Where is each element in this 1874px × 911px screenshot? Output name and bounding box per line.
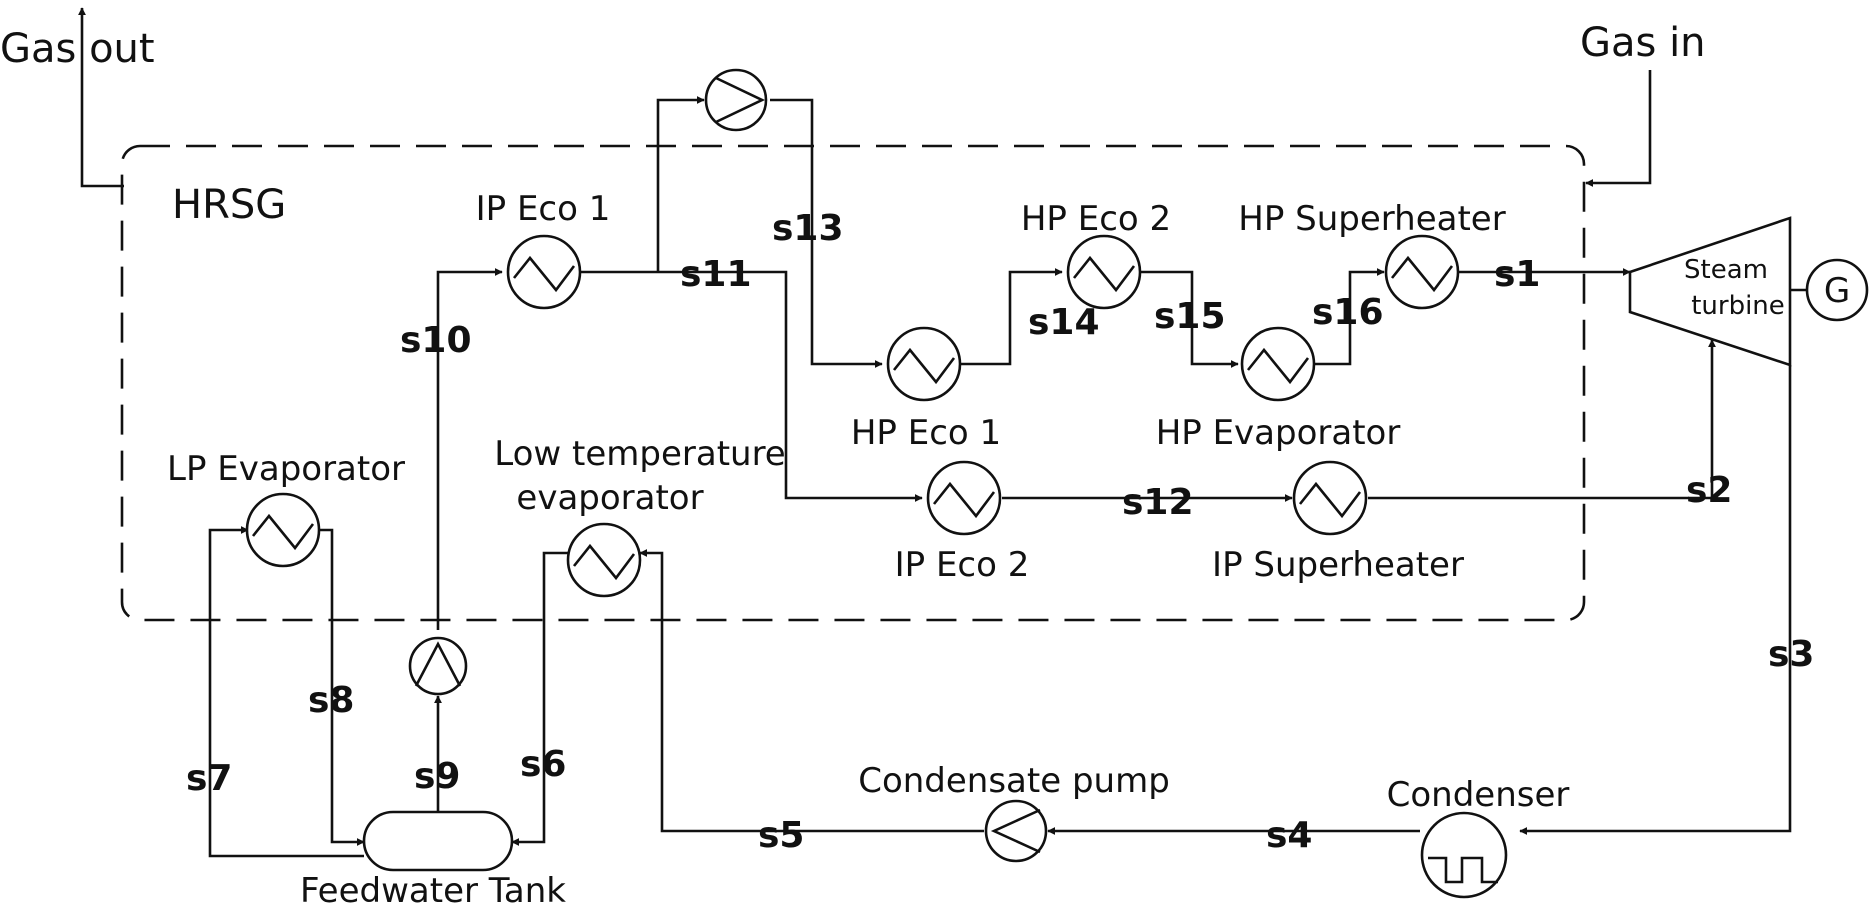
steam-turbine-label-1: Steam	[1684, 255, 1768, 285]
hp-eco-2-label: HP Eco 2	[1021, 199, 1171, 239]
stream-s8-label: s8	[308, 680, 354, 721]
stream-s16-label: s16	[1312, 292, 1384, 333]
stream-s9-label: s9	[414, 756, 460, 797]
condenser-icon	[1420, 811, 1508, 899]
stream-s11-label: s11	[680, 254, 752, 295]
steam-turbine-icon	[1628, 216, 1792, 367]
low-temperature-evaporator-exchanger	[566, 522, 642, 598]
hrsg-label: HRSG	[172, 182, 286, 228]
hp-eco-2-exchanger	[1066, 234, 1142, 310]
hp-eco-1-exchanger	[886, 326, 962, 402]
feed-pump-icon	[408, 636, 468, 696]
stream-s10-label: s10	[400, 320, 472, 361]
booster-pump-icon	[704, 68, 768, 132]
stream-s3-label: s3	[1768, 634, 1814, 675]
generator-label: G	[1824, 271, 1850, 311]
hp-evaporator-label: HP Evaporator	[1156, 413, 1401, 453]
hrsg-boundary	[120, 144, 1586, 622]
gas-out-label: Gas out	[0, 26, 155, 72]
feedwater-tank-label: Feedwater Tank	[300, 871, 566, 911]
hp-eco-1-label: HP Eco 1	[851, 413, 1001, 453]
stream-s7-label: s7	[186, 758, 232, 799]
stream-s6-label: s6	[520, 744, 566, 785]
lp-evaporator-exchanger	[245, 492, 321, 568]
hp-superheater-label: HP Superheater	[1238, 199, 1505, 239]
stream-s14-label: s14	[1028, 302, 1100, 343]
feedwater-tank-icon	[362, 810, 514, 872]
steam-turbine-label-2: turbine	[1691, 291, 1785, 321]
condenser-label: Condenser	[1387, 775, 1570, 815]
gas-out-line	[78, 7, 124, 188]
hp-superheater-exchanger	[1384, 234, 1460, 310]
stream-s5-label: s5	[758, 815, 804, 856]
ip-eco-2-exchanger	[926, 460, 1002, 536]
ip-eco-2-label: IP Eco 2	[895, 545, 1030, 585]
condensate-pump-icon	[984, 799, 1048, 863]
low-temperature-evaporator-label-1: Low temperature	[494, 434, 785, 474]
flow-lines	[208, 96, 1792, 858]
low-temperature-evaporator-label-2: evaporator	[516, 478, 703, 518]
stream-s1-label: s1	[1494, 254, 1540, 295]
hp-evaporator-exchanger	[1240, 326, 1316, 402]
generator-icon	[1805, 258, 1869, 322]
ip-eco-1-exchanger	[506, 234, 582, 310]
condensate-pump-label: Condensate pump	[858, 761, 1170, 801]
gas-in-label: Gas in	[1580, 20, 1706, 66]
stream-s12-label: s12	[1122, 482, 1194, 523]
stream-s2-label: s2	[1686, 470, 1732, 511]
ip-superheater-exchanger	[1292, 460, 1368, 536]
stream-s15-label: s15	[1154, 296, 1226, 337]
gas-in-line	[1585, 70, 1652, 187]
ip-superheater-label: IP Superheater	[1212, 545, 1464, 585]
stream-s13-label: s13	[772, 208, 844, 249]
lp-evaporator-label: LP Evaporator	[167, 449, 405, 489]
ip-eco-1-label: IP Eco 1	[476, 189, 611, 229]
stream-s4-label: s4	[1266, 815, 1312, 856]
